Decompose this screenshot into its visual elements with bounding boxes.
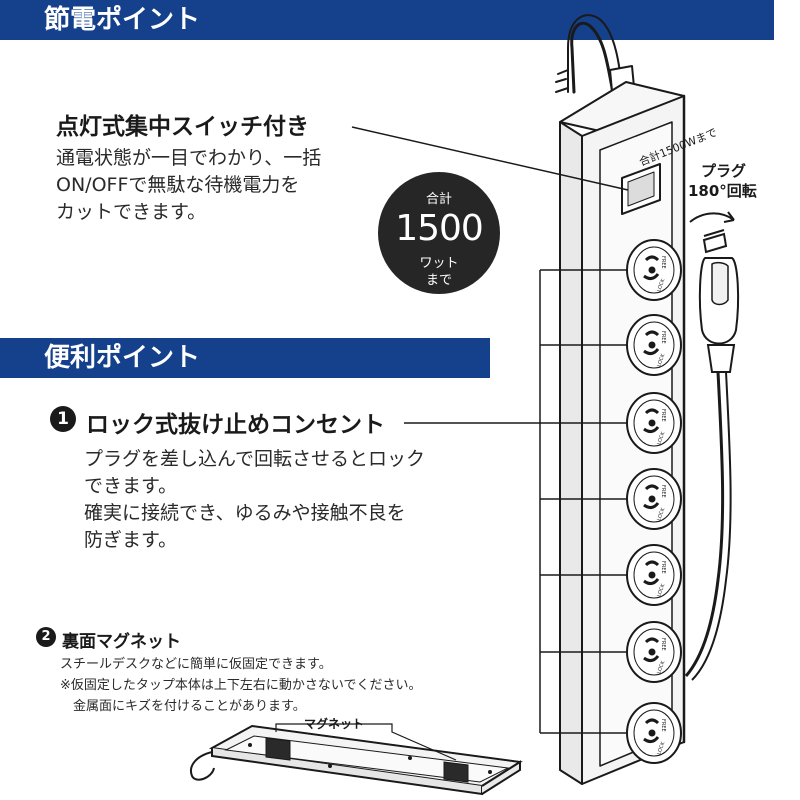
switch-feature-heading: 点灯式集中スイッチ付き [56,114,309,140]
lock-outlet: FREE LOCK [626,314,682,376]
magnet-feature-line-2: ※仮固定したタップ本体は上下左右に動かさないでください。 [60,678,422,693]
outlet-lock-label: LOCK [656,352,666,367]
outlet-free-label: FREE [660,561,666,574]
plug-rotation-line-1: プラグ [701,162,747,180]
lock-feature-number: 1 [50,406,76,432]
strip-side-face [559,121,583,785]
lock-outlet: FREE LOCK [626,621,682,683]
outlet-lock-label: LOCK [656,506,666,521]
lock-feature-line-3: 確実に接続でき、ゆるみや接触不良を [84,502,406,524]
badge-total-label: 合計 [425,192,452,207]
outlet-free-label: FREE [660,719,666,732]
magnet-label: マグネット [304,716,364,731]
magnet-left [265,737,291,761]
outlet-lock-label: LOCK [656,430,666,445]
plug-assembly [684,229,740,681]
convenience-title: 便利ポイント [44,343,201,373]
badge-until: まで [425,273,452,288]
lock-outlet: FREE LOCK [626,392,682,454]
lock-feature-line-4: 防ぎます。 [84,529,178,551]
outlet-lock-label: LOCK [656,659,666,674]
energy-saving-title: 節電ポイント [44,5,201,35]
wattage-badge: 合計 1500 ワット まで [378,172,500,294]
lock-feature-heading: ロック式抜け止めコンセント [86,412,385,438]
lock-outlet: FREE LOCK [626,239,682,301]
lock-outlet: FREE LOCK [626,544,682,606]
badge-number: 1500 [395,208,484,249]
magnet-feature-line-3: 金属面にキズを付けることがあります。 [60,699,306,714]
outlet-free-label: FREE [660,331,666,344]
badge-unit: ワット [419,256,459,271]
lock-outlet: FREE LOCK [626,702,682,764]
outlet-free-label: FREE [660,638,666,651]
energy-saving-section-header: 節電ポイント [0,0,774,40]
lock-feature-line-2: できます。 [84,475,178,497]
outlet-lock-label: LOCK [656,740,666,755]
magnet-feature-number: 2 [36,627,56,647]
switch-leader-line [351,126,629,191]
switch-feature-line-2: ON/OFFで無駄な待機電力を [56,174,300,196]
plug-rotation-line-2: 180°回転 [688,182,757,200]
rotation-arrow [689,212,735,223]
magnet-feature-heading: 裏面マグネット [62,632,181,652]
input-cord [570,21,617,105]
outlet-free-label: FREE [660,485,666,498]
bottom-cord [190,751,215,781]
outlet-free-label: FREE [660,409,666,422]
outlet-lock-label: LOCK [656,582,666,597]
convenience-section-header: 便利ポイント [0,338,490,378]
lock-outlet: FREE LOCK [626,468,682,530]
magnet-feature-line-1: スチールデスクなどに簡単に仮固定できます。 [60,657,332,672]
lock-feature-line-1: プラグを差し込んで回転させるとロック [84,448,426,470]
outlet-lock-label: LOCK [656,277,666,292]
switch-feature-line-1: 通電状態が一目でわかり、一括 [56,147,322,169]
plug-cord [684,371,725,677]
switch-feature-line-3: カットできます。 [56,201,207,223]
magnet-right [443,761,469,783]
outlet-free-label: FREE [660,256,666,269]
strip-bottom-view [190,723,523,796]
